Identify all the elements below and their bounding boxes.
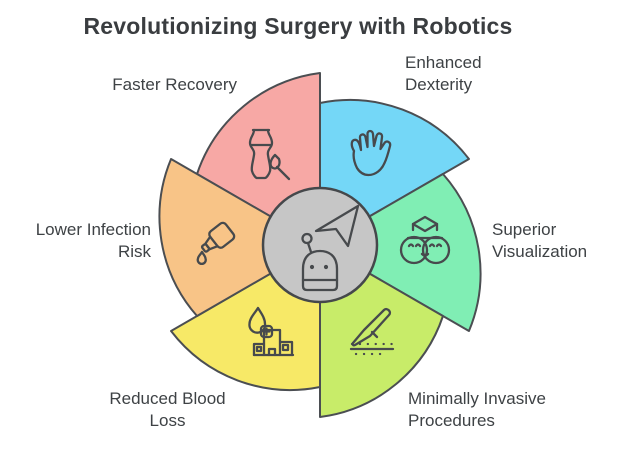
robot-head-icon [301,232,339,292]
center-hub-circle [261,186,379,304]
label-superior-visualization: Superior Visualization [492,220,588,261]
label-reduced-blood-loss: Reduced Blood Loss [109,389,226,430]
cursor-send-icon [314,204,360,248]
hand-icon [350,129,392,177]
label-enhanced-dexterity: Enhanced Dexterity [405,53,482,94]
label-lower-infection-risk: Lower Infection Risk [35,220,151,261]
blood-drop-hospital-icon [248,306,295,357]
label-minimally-invasive-procedures: Minimally Invasive Procedures [408,389,546,430]
dropper-bottle-icon [196,221,236,266]
vase-restoration-icon [248,128,291,181]
label-faster-recovery: Faster Recovery [112,75,237,94]
vr-goggles-cube-icon [399,215,451,265]
scalpel-incision-icon [349,307,395,356]
segment-lower-infection-risk [158,158,321,317]
page-title: Revolutionizing Surgery with Robotics [83,13,513,39]
